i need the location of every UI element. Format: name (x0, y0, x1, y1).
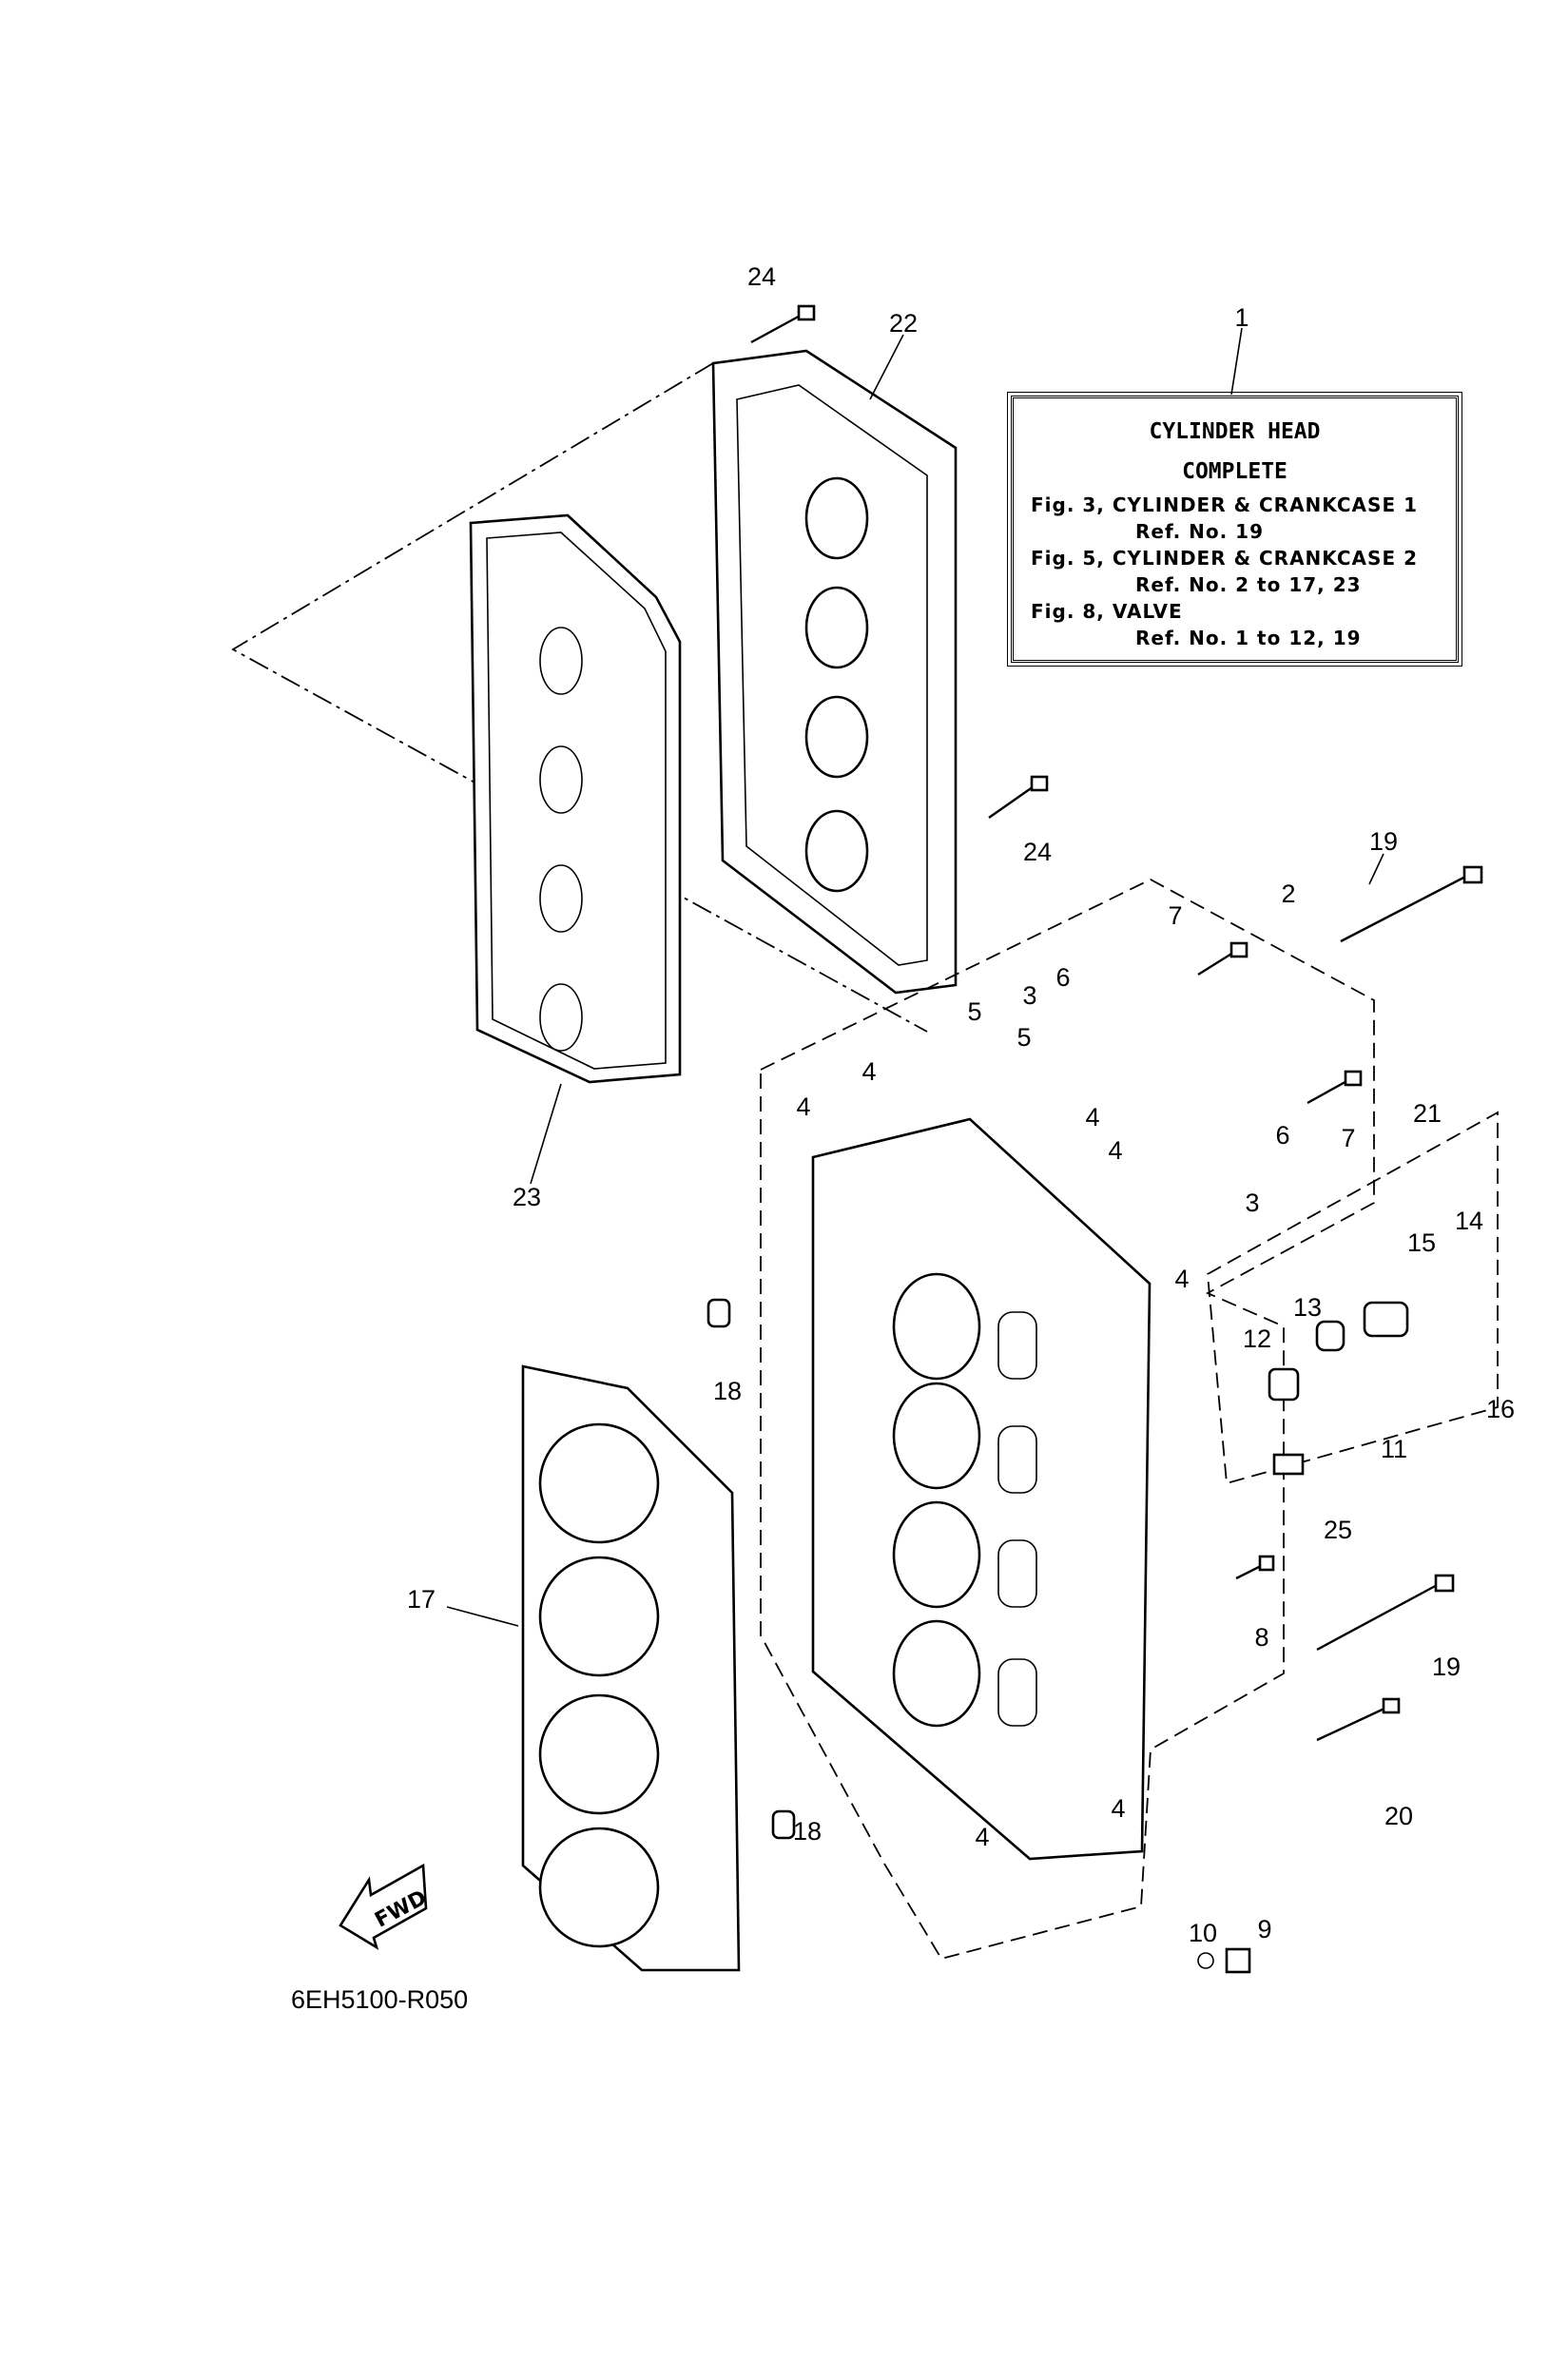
callout-4: 4 (861, 1057, 876, 1086)
callout-6: 6 (1275, 1121, 1289, 1150)
callout-22: 22 (889, 309, 918, 338)
callout-24: 24 (747, 262, 776, 291)
cylinder-head-assembly-outline (760, 878, 1375, 1961)
callout-11: 11 (1381, 1435, 1407, 1463)
diagram-code: 6EH5100-R050 (291, 1985, 469, 2014)
callout-8: 8 (1254, 1623, 1268, 1652)
callout-4: 4 (1108, 1136, 1122, 1165)
callout-4: 4 (1174, 1265, 1189, 1293)
callout-15: 15 (1407, 1228, 1436, 1257)
info-title-line-1: CYLINDER HEAD (1149, 419, 1321, 444)
reference-line (231, 362, 928, 1033)
callout-2: 2 (1281, 880, 1295, 908)
head-cover-gasket (469, 513, 682, 1084)
callout-23: 23 (513, 1183, 541, 1211)
callout-7: 7 (1341, 1124, 1355, 1152)
cylinder-head-complete-info-box: CYLINDER HEAD COMPLETE Fig. 3, CYLINDER … (1007, 392, 1462, 667)
callout-5: 5 (967, 997, 981, 1026)
callout-4: 4 (975, 1823, 989, 1851)
callout-6: 6 (1055, 963, 1070, 992)
info-ref-no: Ref. No. 1 to 12, 19 (1135, 627, 1362, 649)
callout-18: 18 (713, 1377, 742, 1405)
callout-19: 19 (1369, 827, 1398, 856)
info-ref-no: Ref. No. 19 (1135, 520, 1265, 543)
callout-9: 9 (1257, 1915, 1271, 1943)
fwd-arrow-icon: FWD (339, 1863, 431, 1950)
callout-4: 4 (1111, 1794, 1125, 1823)
callout-24: 24 (1023, 838, 1052, 866)
callout-18: 18 (793, 1817, 822, 1846)
info-fig-ref: Fig. 3, CYLINDER & CRANKCASE 1 (1031, 493, 1418, 516)
bolts (707, 304, 1483, 1974)
info-title-line-2: COMPLETE (1182, 459, 1287, 484)
callout-3: 3 (1022, 981, 1036, 1010)
callout-25: 25 (1324, 1516, 1352, 1544)
cylinder-head (811, 1117, 1152, 1861)
callout-13: 13 (1293, 1293, 1322, 1322)
sensor-assembly-outline (1207, 1111, 1499, 1485)
leader-lines (446, 327, 1384, 1627)
callout-17: 17 (407, 1585, 436, 1614)
cylinder-head-cover (711, 349, 958, 995)
callout-16: 16 (1486, 1395, 1515, 1423)
callout-4: 4 (1085, 1103, 1099, 1131)
callout-20: 20 (1384, 1802, 1413, 1830)
info-fig-ref: Fig. 8, VALVE (1031, 600, 1183, 623)
callout-12: 12 (1243, 1325, 1271, 1353)
callout-21: 21 (1413, 1099, 1442, 1128)
info-fig-ref: Fig. 5, CYLINDER & CRANKCASE 2 (1031, 547, 1418, 570)
cylinder-head-gasket (521, 1364, 741, 1972)
callout-19: 19 (1432, 1653, 1461, 1681)
callout-4: 4 (796, 1092, 810, 1121)
callout-3: 3 (1245, 1189, 1259, 1217)
callout-7: 7 (1168, 901, 1182, 930)
info-ref-no: Ref. No. 2 to 17, 23 (1135, 573, 1362, 596)
callout-14: 14 (1455, 1207, 1483, 1235)
callout-10: 10 (1189, 1919, 1217, 1947)
callout-5: 5 (1016, 1023, 1031, 1052)
callout-1: 1 (1234, 303, 1249, 332)
